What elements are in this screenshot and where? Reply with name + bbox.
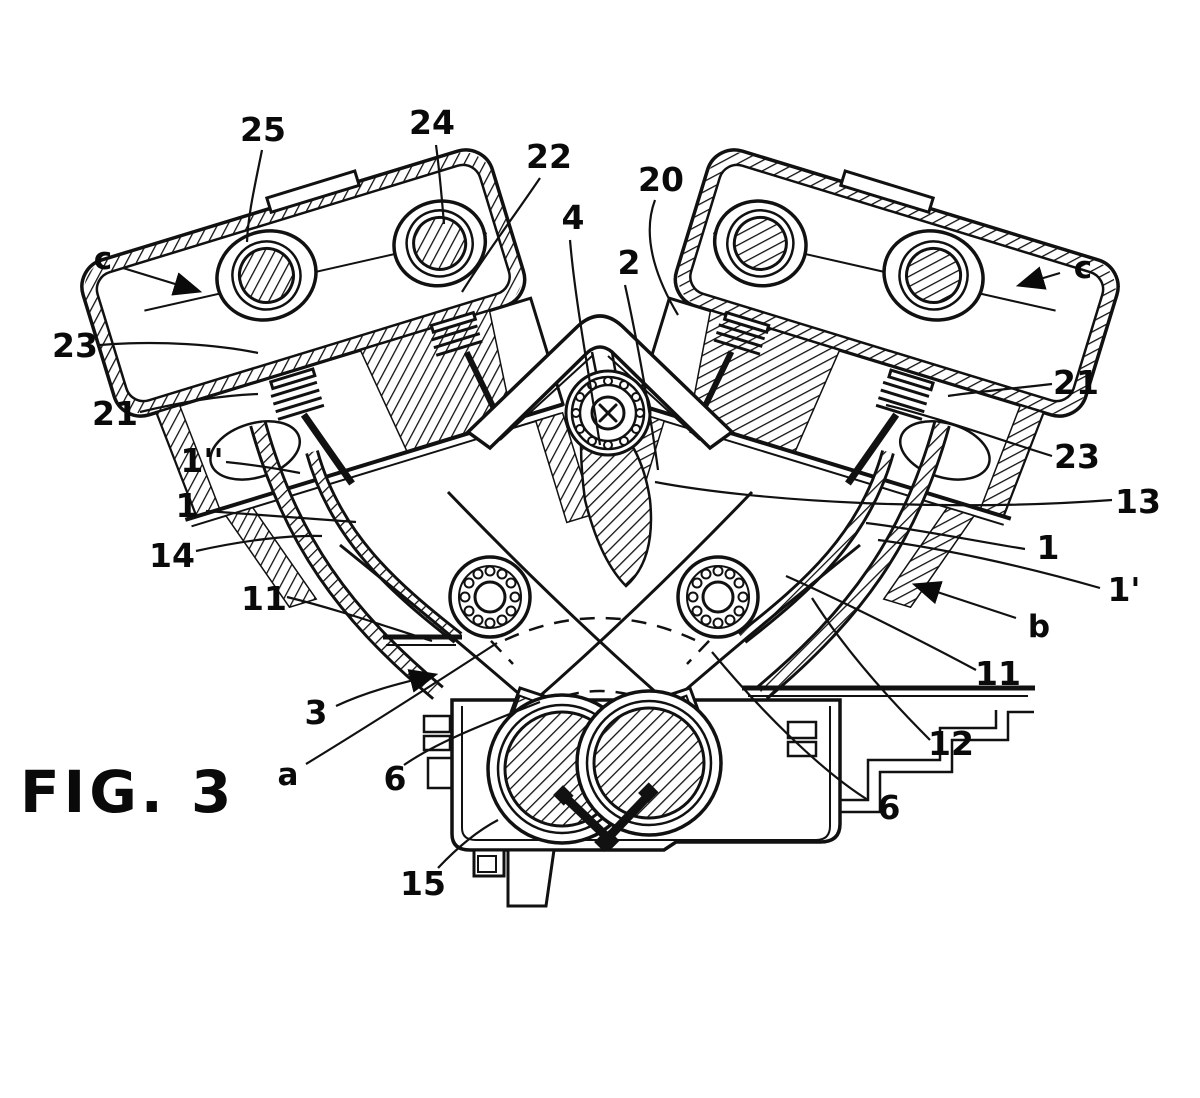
leader-lines: [99, 144, 1113, 869]
leader-6-left: [403, 700, 541, 766]
right-gallery-step-1: [840, 710, 1034, 814]
leader-24: [434, 144, 446, 225]
leader-4: [568, 239, 602, 446]
right-valve-spring-1: [713, 310, 771, 356]
ref-label-24: 24: [409, 103, 455, 142]
ref-label-15: 15: [400, 864, 446, 903]
ref-label-a: a: [278, 757, 299, 793]
left-bolt-boss-2: [422, 734, 452, 752]
left-rocker-shaft-bearing: [448, 555, 532, 639]
center-vee-tunnel: [465, 314, 735, 451]
case-foot-detail: [477, 855, 497, 873]
ref-label-23-right: 23: [1054, 437, 1100, 476]
ref-label-6-left: 6: [384, 759, 407, 798]
left-valve-spring-2: [429, 310, 483, 357]
leader-6-right: [711, 651, 869, 801]
case-foot-large: [506, 848, 556, 908]
ref-label-1-prime: 1': [1107, 570, 1140, 609]
crankcase-inner-line: [461, 706, 831, 841]
ref-label-22: 22: [526, 137, 572, 176]
ref-label-2: 2: [618, 243, 641, 282]
right-valve-spring-2: [875, 368, 935, 421]
leader-11-right: [785, 574, 977, 671]
ref-label-14: 14: [149, 536, 195, 575]
ref-label-11-right: 11: [975, 654, 1021, 693]
ref-label-13: 13: [1115, 482, 1161, 521]
right-camshaft-outer: [882, 229, 985, 322]
leader-21-right: [947, 382, 1053, 398]
right-valve-cover-rim: [677, 152, 1116, 414]
ref-label-1-dblprime: 1'': [180, 441, 223, 480]
ref-label-c-right: c: [1074, 250, 1092, 286]
ref-label-21-right: 21: [1053, 363, 1099, 402]
right-cylinder-bank: [605, 148, 1120, 609]
leader-23-left: [99, 341, 259, 355]
ref-label-21-left: 21: [92, 394, 138, 433]
leader-23-right: [885, 403, 1053, 458]
ref-label-25: 25: [240, 110, 286, 149]
left-bolt-boss-1: [422, 714, 452, 734]
ref-label-23-left: 23: [52, 326, 98, 365]
ref-label-1-left: 1: [176, 486, 199, 525]
ref-label-20: 20: [638, 160, 684, 199]
ref-label-6-right: 6: [878, 788, 901, 827]
left-case-step: [426, 756, 452, 790]
leader-c-left: [122, 266, 203, 296]
right-block-outer-wall: [882, 506, 976, 609]
leader-22: [461, 177, 541, 293]
leader-14: [195, 534, 323, 553]
left-cover-rib: [264, 169, 362, 215]
right-intake-runner: [737, 421, 951, 700]
leader-1-left: [205, 509, 357, 524]
ref-label-c-left: c: [94, 241, 112, 277]
leader-25: [245, 149, 264, 243]
leader-1-prime: [877, 538, 1101, 590]
left-valve-cover-rim: [84, 152, 523, 414]
vee-inner-line-left: [499, 355, 593, 441]
crossed-studs: [553, 782, 659, 852]
left-block-outer-wall: [224, 506, 318, 609]
left-camshaft-outer: [215, 229, 318, 322]
vee-inner-line-right: [607, 355, 701, 441]
right-throttle-bore: [575, 689, 723, 837]
leader-13: [654, 480, 1113, 507]
leader-1-right: [865, 521, 1026, 551]
left-camshaft-inner: [392, 199, 488, 288]
leader-20: [648, 199, 679, 316]
ref-label-1-right: 1: [1037, 528, 1060, 567]
ref-label-4: 4: [562, 198, 585, 237]
leader-12: [811, 597, 931, 741]
right-bolt-boss-1: [786, 720, 818, 740]
ref-label-12: 12: [928, 724, 974, 763]
leader-21-left: [139, 392, 259, 414]
reference-labels: 25 24 22 20 4 2 c c 23 21 21 23 1'' 1 14…: [52, 103, 1161, 903]
top-center-bearing: [564, 369, 652, 457]
leader-15: [437, 819, 499, 869]
right-camshaft-inner: [712, 199, 808, 288]
leader-2: [623, 284, 660, 471]
right-cover-rib: [838, 169, 936, 215]
lower-crankcase: [422, 686, 1034, 908]
right-rocker-shaft-bearing: [676, 555, 760, 639]
leader-a: [305, 642, 498, 765]
left-valve-spring-1: [268, 367, 325, 421]
ref-label-3: 3: [305, 693, 328, 732]
leader-11-left: [286, 595, 433, 643]
figure-caption: FIG. 3: [20, 758, 235, 826]
ref-label-11-left: 11: [241, 579, 287, 618]
left-cylinder-bank: [80, 148, 595, 609]
leader-c-right: [1015, 266, 1061, 290]
leader-3: [335, 669, 439, 707]
leader-b: [911, 581, 1017, 620]
ref-label-b: b: [1028, 609, 1050, 645]
leader-1-dblprime: [225, 460, 301, 475]
